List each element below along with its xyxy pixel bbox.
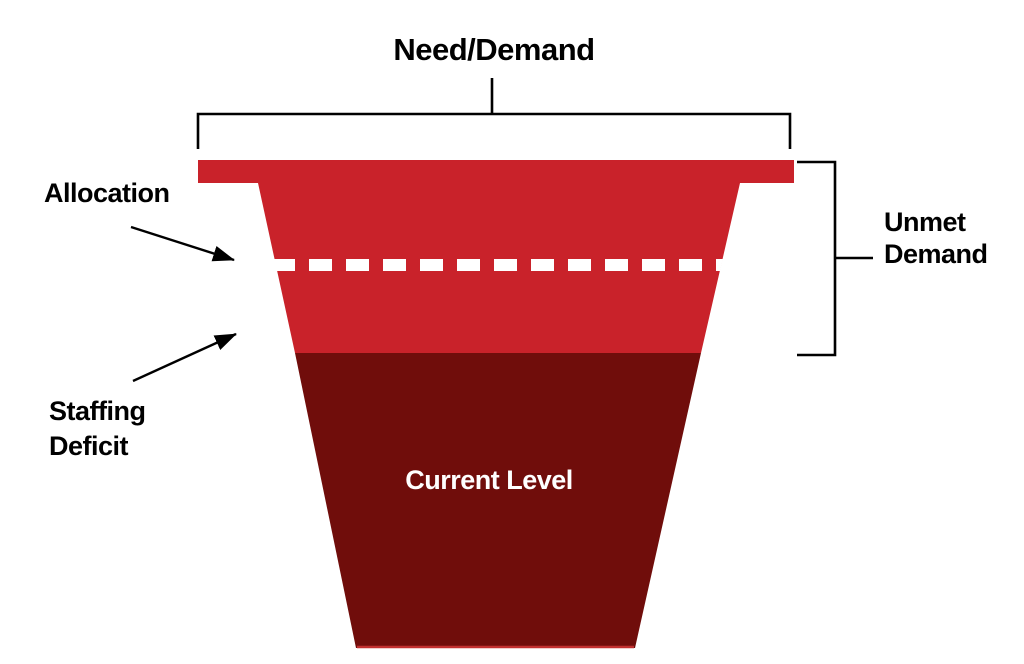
staffing-deficit-label-line2: Deficit <box>49 431 129 461</box>
allocation-arrow <box>130 225 235 262</box>
unmet-demand-label: Unmet Demand <box>884 206 988 270</box>
staffing-deficit-arrow <box>132 332 237 383</box>
current-level-region-shape <box>295 353 701 648</box>
allocation-region-shape <box>198 160 794 353</box>
allocation-label: Allocation <box>44 178 170 208</box>
unmet-demand-label-line1: Unmet <box>884 207 966 237</box>
current-level-label: Current Level <box>405 465 573 495</box>
unmet-demand-bracket <box>797 160 837 357</box>
staffing-deficit-label-line1: Staffing <box>49 396 146 426</box>
staffing-deficit-label: Staffing Deficit <box>49 394 146 464</box>
need-demand-label: Need/Demand <box>393 32 595 67</box>
need-demand-bracket <box>196 112 792 149</box>
unmet-demand-label-line2: Demand <box>884 239 988 269</box>
